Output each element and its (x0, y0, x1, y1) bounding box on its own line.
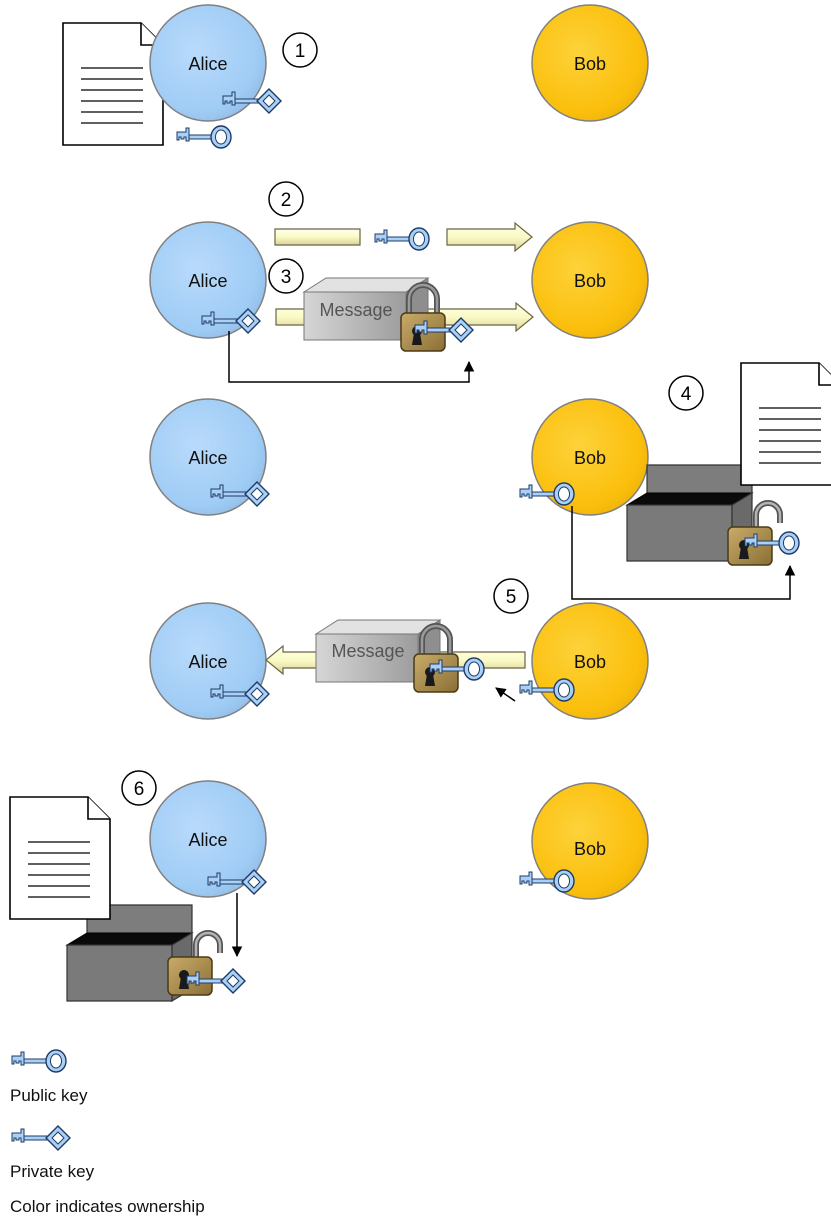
public-key-icon (176, 125, 232, 149)
message-label: Message (319, 300, 392, 320)
alice-circle (149, 4, 267, 122)
legend-public-key-label: Public key (10, 1086, 88, 1105)
message-box (315, 633, 419, 683)
key-use-arrow (571, 506, 796, 600)
message-label: Message (331, 641, 404, 661)
bob-label: Bob (574, 271, 606, 291)
alice-circle (149, 221, 267, 339)
step-number-2 (268, 181, 304, 217)
step-number-4 (668, 375, 704, 411)
step-number-3 (268, 258, 304, 294)
step-number-5 (493, 578, 529, 614)
bob-label: Bob (574, 839, 606, 859)
transfer-arrow (446, 221, 533, 253)
bob-circle (531, 4, 649, 122)
step-1: Alice 1 Bob (62, 4, 649, 149)
step-number-1 (282, 32, 318, 68)
document-icon (740, 362, 831, 486)
public-key-icon (374, 227, 430, 251)
step-5: Alice Bob Message 5 (149, 578, 649, 720)
alice-label: Alice (188, 271, 227, 291)
svg-text:1: 1 (295, 41, 306, 62)
bob-label: Bob (574, 54, 606, 74)
public-key-icon (11, 1049, 67, 1073)
document-icon (9, 796, 111, 920)
key-use-arrow (495, 687, 516, 702)
step-2-3: Alice Bob 2 Message 3 (149, 181, 649, 383)
svg-text:2: 2 (281, 190, 292, 211)
svg-text:6: 6 (134, 779, 145, 800)
step-4: Alice Bob 4 (149, 362, 831, 600)
legend-private-key-label: Private key (10, 1162, 95, 1181)
key-use-arrow (228, 331, 475, 383)
step-number-6 (121, 770, 157, 806)
alice-label: Alice (188, 448, 227, 468)
bob-label: Bob (574, 448, 606, 468)
private-key-icon (11, 1125, 71, 1151)
svg-text:3: 3 (281, 267, 292, 288)
alice-circle (149, 602, 267, 720)
alice-circle (149, 780, 267, 898)
document-icon (62, 22, 164, 146)
transfer-arrow (274, 228, 361, 246)
svg-text:5: 5 (506, 587, 517, 608)
alice-label: Alice (188, 54, 227, 74)
alice-label: Alice (188, 652, 227, 672)
bob-circle (531, 221, 649, 339)
bob-label: Bob (574, 652, 606, 672)
alice-circle (149, 398, 267, 516)
svg-text:4: 4 (681, 384, 692, 405)
message-box (303, 291, 407, 341)
step-6: Alice 6 Bob (9, 770, 649, 1002)
legend-ownership-note: Color indicates ownership (10, 1197, 205, 1216)
alice-label: Alice (188, 830, 227, 850)
